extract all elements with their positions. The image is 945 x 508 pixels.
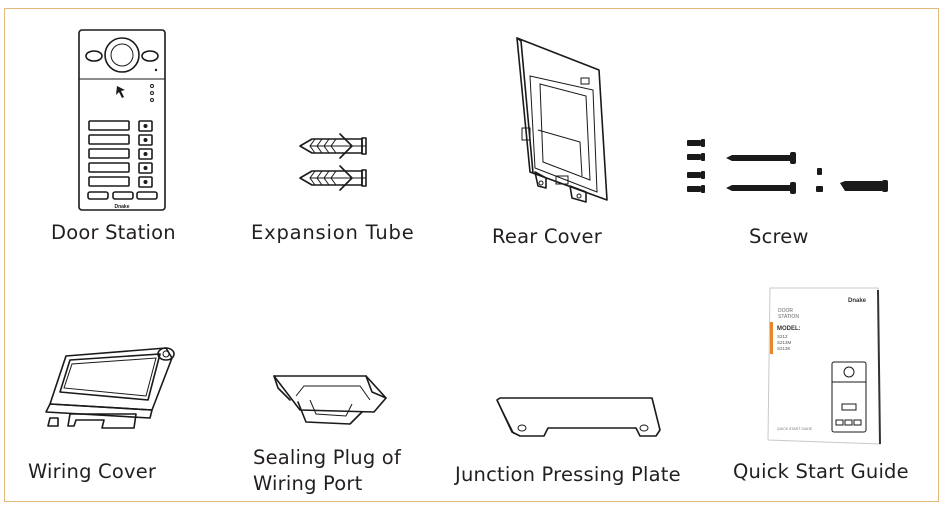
guide-brand: Dnake <box>848 298 867 304</box>
rear-cover-label: Rear Cover <box>492 225 602 248</box>
screw-label: Screw <box>749 225 809 248</box>
sealing-plug-label: Sealing Plug of Wiring Port <box>253 446 402 495</box>
guide-model-3: S213K <box>777 346 791 351</box>
guide-accent-bar <box>770 322 773 354</box>
expansion-tube-label: Expansion Tube <box>251 221 415 244</box>
junction-plate-label: Junction Pressing Plate <box>455 463 681 486</box>
quick-start-guide-label: Quick Start Guide <box>733 460 909 483</box>
guide-model-1: S212 <box>777 334 788 339</box>
guide-model-label: MODEL: <box>777 326 801 332</box>
guide-model-2: S213M <box>777 340 792 345</box>
guide-title-line2: STATION <box>778 314 799 320</box>
door-station-brand: Dnake <box>114 204 129 210</box>
guide-footer: QUICK START GUIDE <box>777 427 813 431</box>
wiring-cover-label: Wiring Cover <box>28 460 157 483</box>
guide-title-line1: DOOR <box>778 308 793 314</box>
door-station-label: Door Station <box>51 221 176 244</box>
